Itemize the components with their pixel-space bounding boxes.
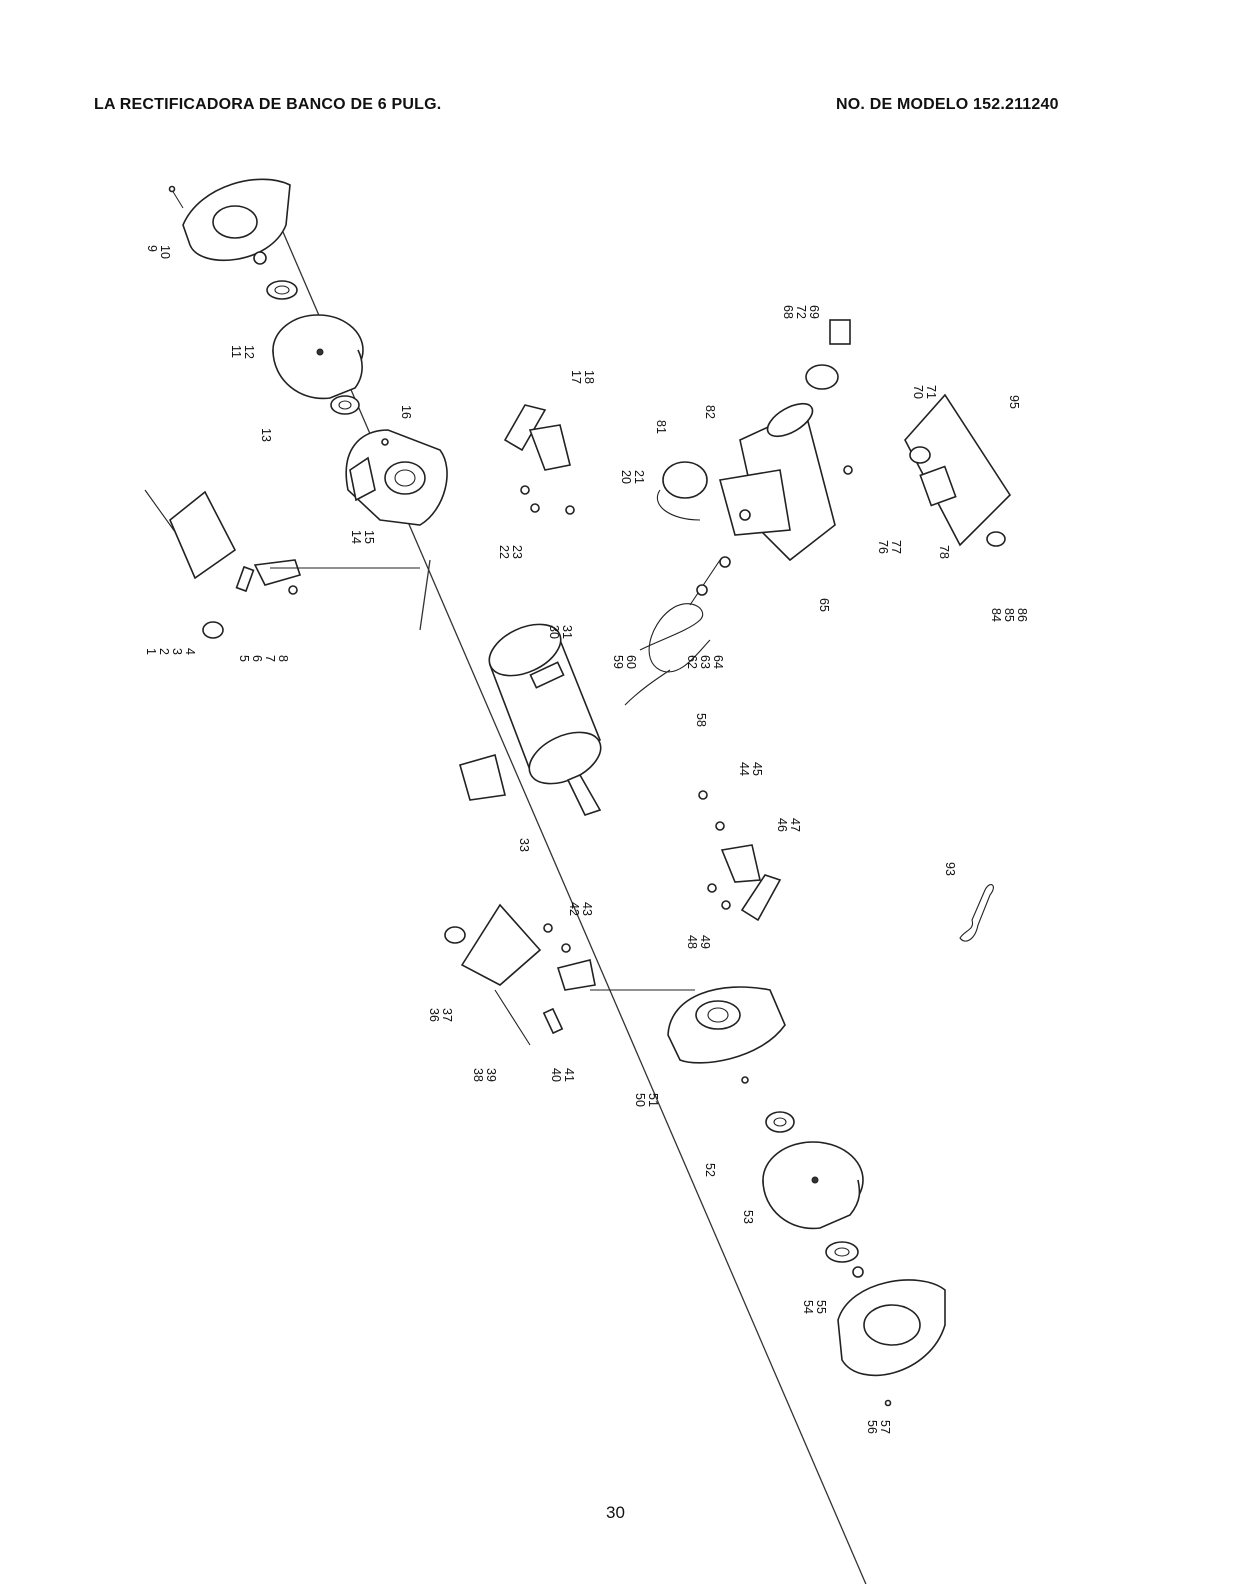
wrench: [959, 884, 994, 942]
part-callout-76: 76: [876, 540, 890, 554]
inner-guard-top: [345, 429, 448, 526]
part-callout-11: 11: [229, 345, 243, 358]
part-callout-51: 51: [646, 1093, 660, 1107]
part-callout-45: 45: [750, 762, 764, 776]
part-callout-56: 56: [865, 1420, 879, 1434]
part-callout-62: 62: [685, 655, 699, 669]
part-callout-78: 78: [937, 545, 951, 559]
part-callout-9: 9: [145, 245, 159, 252]
part-callout-86: 86: [1015, 608, 1029, 622]
part-callout-60: 60: [624, 655, 638, 669]
part-callout-40: 40: [549, 1068, 563, 1082]
part-callout-84: 84: [989, 608, 1003, 622]
part-callout-20: 20: [619, 470, 633, 484]
tool-rest-bottom: [698, 790, 782, 922]
part-callout-12: 12: [242, 345, 256, 359]
part-callout-18: 18: [582, 370, 596, 384]
tool-rest-top: [503, 404, 575, 515]
inner-guard-bottom: [667, 986, 786, 1064]
part-callout-63: 63: [698, 655, 712, 669]
part-callout-46: 46: [775, 818, 789, 832]
part-callout-10: 10: [158, 245, 172, 259]
part-callout-30: 30: [547, 625, 561, 639]
part-callout-55: 55: [814, 1300, 828, 1314]
part-callout-16: 16: [399, 405, 413, 419]
part-callout-38: 38: [471, 1068, 485, 1082]
part-callout-71: 71: [924, 385, 938, 399]
part-callout-33: 33: [517, 838, 531, 852]
part-callout-22: 22: [497, 545, 511, 559]
power-cord: [624, 556, 731, 706]
part-callout-39: 39: [484, 1068, 498, 1082]
part-callout-43: 43: [580, 902, 594, 916]
motor-base: [718, 319, 851, 562]
part-callout-68: 68: [781, 305, 795, 319]
part-callout-52: 52: [703, 1163, 717, 1177]
eye-shield-top: [144, 489, 420, 639]
part-callout-13: 13: [259, 428, 273, 442]
part-callout-70: 70: [911, 385, 925, 399]
part-callout-42: 42: [567, 902, 581, 916]
part-callout-48: 48: [685, 935, 699, 949]
part-callout-85: 85: [1002, 608, 1016, 622]
part-callout-37: 37: [440, 1008, 454, 1022]
part-callout-2: 2: [157, 648, 171, 655]
page-number: 30: [606, 1503, 625, 1522]
part-callout-47: 47: [788, 818, 802, 832]
warning-label: [459, 754, 506, 801]
part-callout-14: 14: [349, 530, 363, 544]
model-number: NO. DE MODELO 152.211240: [836, 96, 1059, 113]
part-callout-4: 4: [183, 648, 197, 655]
part-callout-49: 49: [698, 935, 712, 949]
motor-housing: [488, 623, 602, 816]
part-callout-21: 21: [632, 470, 646, 484]
eye-shield-bottom: [444, 903, 695, 1046]
page-title: LA RECTIFICADORA DE BANCO DE 6 PULG.: [94, 96, 442, 113]
part-callout-15: 15: [362, 530, 376, 544]
part-callout-58: 58: [694, 713, 708, 727]
part-callout-5: 5: [237, 655, 251, 662]
part-callout-53: 53: [741, 1210, 755, 1224]
part-callout-6: 6: [250, 655, 264, 662]
part-callout-57: 57: [878, 1420, 892, 1434]
part-callout-64: 64: [711, 655, 725, 669]
part-callout-17: 17: [569, 370, 583, 384]
wheel-guard-bottom: [837, 1279, 946, 1407]
wheel-guard-top: [168, 178, 291, 262]
part-callout-50: 50: [633, 1093, 647, 1107]
grinding-wheel-top: [272, 314, 364, 400]
part-callout-69: 69: [807, 305, 821, 319]
part-callout-72: 72: [794, 305, 808, 319]
capacitor-plate: [843, 393, 1012, 547]
part-callout-36: 36: [427, 1008, 441, 1022]
part-callout-8: 8: [276, 655, 290, 662]
part-callout-3: 3: [170, 648, 184, 655]
part-callout-41: 41: [562, 1068, 576, 1082]
part-callout-59: 59: [611, 655, 625, 669]
grinding-wheel-bottom: [762, 1141, 864, 1230]
part-callout-7: 7: [263, 655, 277, 662]
part-callout-44: 44: [737, 762, 751, 776]
switch-assembly: [657, 461, 708, 521]
part-callout-23: 23: [510, 545, 524, 559]
part-callout-31: 31: [560, 625, 574, 639]
part-callout-93: 93: [943, 862, 957, 876]
part-callout-77: 77: [889, 540, 903, 554]
flange-nut-top: [253, 251, 298, 300]
part-callout-95: 95: [1007, 395, 1021, 409]
part-callout-54: 54: [801, 1300, 815, 1314]
part-callout-1: 1: [144, 648, 158, 655]
part-callout-65: 65: [817, 598, 831, 612]
part-callout-82: 82: [703, 405, 717, 419]
part-callout-81: 81: [654, 420, 668, 434]
